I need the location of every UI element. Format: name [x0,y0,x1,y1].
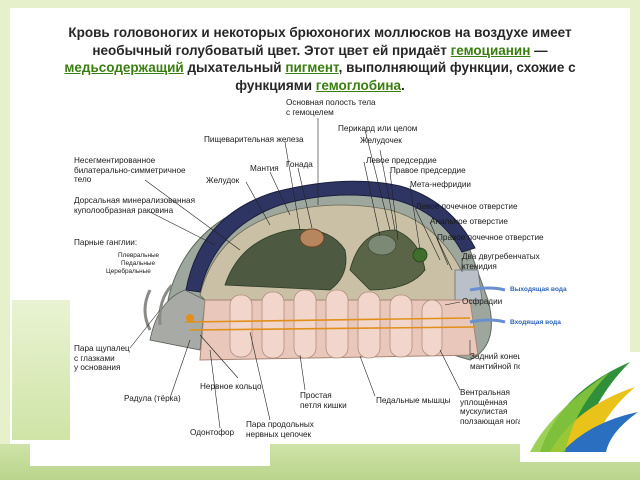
head [149,289,206,351]
label-anal: Анальное отверстие [430,217,508,226]
cerebral-ganglion [186,314,194,322]
label-pericardium: Перикард или целом [338,124,418,133]
label-nerve-cords: Пара продольных нервных цепочек [246,420,314,439]
ctenidia [454,269,483,301]
heading-line-1: Кровь головоногих и некоторых брюхоногих… [68,25,572,40]
pedal-muscles [229,289,443,359]
outgoing-water-arrow [469,286,506,292]
heading-line-2: необычный голубоватый цвет. Этот цвет ей… [92,42,451,58]
label-ctenidia: Два двугребенчатых ктенидия [462,252,540,271]
heading-line-3-mid: дыхательный [183,60,286,75]
label-digestive-gland: Пищеварительная железа [204,135,304,144]
label-simple-loop: Простая петля кишки [300,391,347,410]
label-left-renal: Левое почечное отверстие [416,202,518,211]
tentacle-right [158,283,174,326]
label-ganglia: Парные ганглии: [74,238,138,247]
heading-dash: — [530,42,548,58]
nerve-cord-upper [184,317,471,323]
heading-text: Кровь головоногих и некоторых брюхоногих… [40,24,600,94]
shell-dome [185,180,476,293]
label-pedal-muscles: Педальные мышцы [376,396,451,405]
label-main-cavity: Основная полость тела с гемоцелем [286,98,376,117]
label-osphradia: Осфрадии [462,297,503,306]
link-copper-containing[interactable]: медьсодержащий [64,60,184,75]
label-cerebral: Церебральные [106,268,151,275]
label-nerve-ring: Нервное кольцо [200,382,262,391]
label-incoming-water: Входящая вода [510,319,561,326]
label-outgoing-water: Выходящая вода [510,286,567,293]
label-stomach: Желудок [206,176,240,185]
heart [367,234,397,256]
metanephridium [412,247,428,263]
heading-period: . [401,77,405,93]
label-unsegmented: Несегментированное билатерально-симметри… [74,156,186,185]
intestine-coil [299,228,325,248]
leader-lines [129,118,471,429]
label-radula: Радула (тёрка) [124,394,181,403]
link-hemocyanin[interactable]: гемоцианин [450,42,531,58]
nerve-cord-lower [189,326,476,331]
label-metanephridia: Мета-нефридии [410,180,471,189]
label-dorsal-shell: Дорсальная минерализованная куполообразн… [74,196,196,215]
heading-line-3-post: , выполняющий функции, схожие с [338,60,576,75]
lower-white-block [30,440,270,466]
decorative-swoosh-logo [520,352,640,462]
incoming-water-arrow [469,318,506,324]
label-gonad: Гонада [286,160,313,169]
label-right-atrium: Правое предсердие [390,166,466,175]
label-left-atrium: Левое предсердие [366,156,437,165]
label-pedal: Педальные [121,260,156,267]
label-right-renal: Правое почечное отверстие [437,233,544,242]
label-pleural: Плевральные [118,252,160,259]
tentacle-left [143,289,152,331]
left-decor-block [12,300,70,440]
label-tentacles: Пара щупалец с глазками у основания [74,344,130,373]
label-mantle: Мантия [250,164,279,173]
link-pigment[interactable]: пигмент [285,60,339,75]
label-odontophore: Одонтофор [190,428,235,437]
label-stomach-top: Желудочек [360,136,402,145]
heading-line-4: функциями [235,77,316,93]
link-hemoglobin[interactable]: гемоглобина [315,77,402,93]
label-ventral-foot: Вентральная уплощённая мускулистая полза… [460,388,523,426]
